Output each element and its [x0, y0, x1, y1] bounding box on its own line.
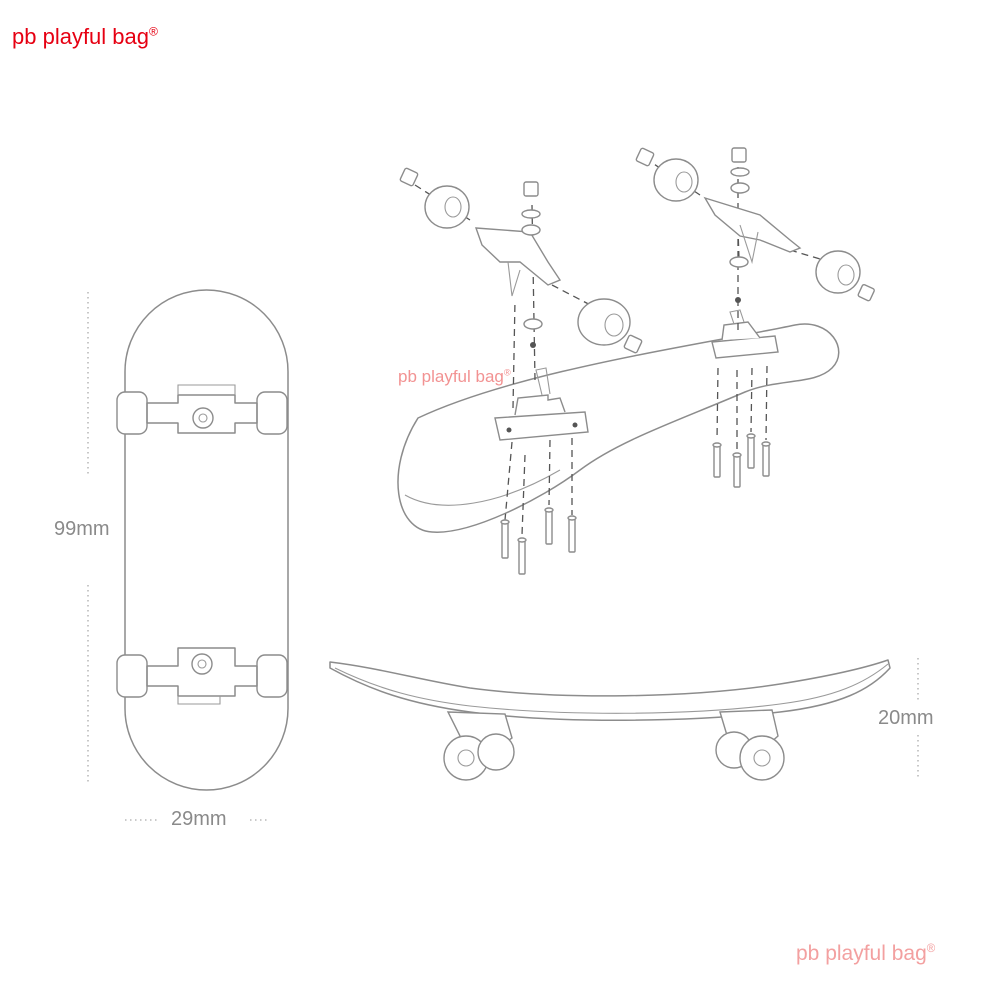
- length-dimension-label: 99mm: [54, 518, 110, 540]
- rear-baseplate: [711, 309, 779, 359]
- top-view-front-truck: [116, 384, 288, 435]
- kingpin-nut-icon: [523, 181, 539, 197]
- wheel-icon: [577, 298, 631, 346]
- width-dimension-label: 29mm: [171, 808, 227, 830]
- height-dimension-label: 20mm: [878, 707, 934, 729]
- wheel-icon: [424, 185, 470, 229]
- side-view-deck: [329, 659, 891, 721]
- exploded-view: [397, 147, 875, 575]
- exploded-deck: [397, 323, 840, 533]
- axle-nut-icon: [635, 147, 655, 167]
- top-view-deck: [124, 289, 289, 791]
- rear-truck-exploded: [635, 147, 875, 303]
- dimension-lines: [87, 292, 919, 821]
- kingpin-nut-icon: [731, 147, 747, 163]
- brand-watermark-center: pb playful bag®: [398, 367, 511, 386]
- front-baseplate: [494, 367, 589, 441]
- mounting-screws: [500, 433, 771, 575]
- side-view-skateboard: [329, 659, 891, 781]
- side-view-rear-wheel: [715, 709, 785, 781]
- axle-nut-icon: [399, 167, 419, 187]
- side-view-front-wheel: [443, 711, 515, 781]
- front-truck-exploded: [399, 167, 643, 354]
- brand-watermark-bottom: pb playful bag®: [796, 942, 936, 965]
- top-view-rear-truck: [116, 647, 288, 705]
- brand-logo-top: pb playful bag®: [12, 24, 158, 49]
- top-view-skateboard: [116, 289, 289, 791]
